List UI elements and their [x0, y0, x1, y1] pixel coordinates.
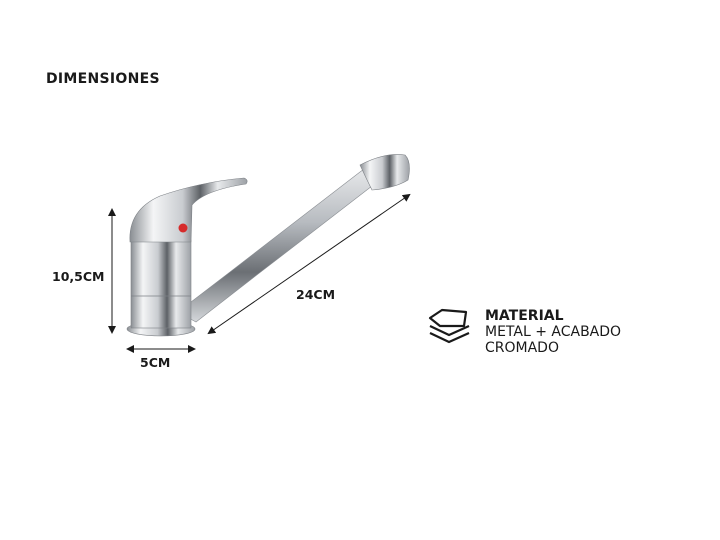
stacked-layers-icon — [428, 308, 470, 344]
width-label: 5CM — [140, 355, 171, 370]
height-label: 10,5CM — [52, 269, 105, 284]
hot-indicator-icon — [178, 223, 188, 233]
material-heading: MATERIAL — [485, 308, 564, 324]
faucet-body — [130, 239, 192, 329]
material-line-1: METAL + ACABADO — [485, 324, 622, 340]
faucet-lever — [129, 177, 248, 243]
material-line-2: CROMADO — [485, 340, 559, 356]
length-label: 24CM — [296, 287, 336, 302]
length-arrow — [207, 193, 411, 335]
faucet-spout — [177, 154, 410, 323]
page-title: DIMENSIONES — [46, 71, 160, 87]
